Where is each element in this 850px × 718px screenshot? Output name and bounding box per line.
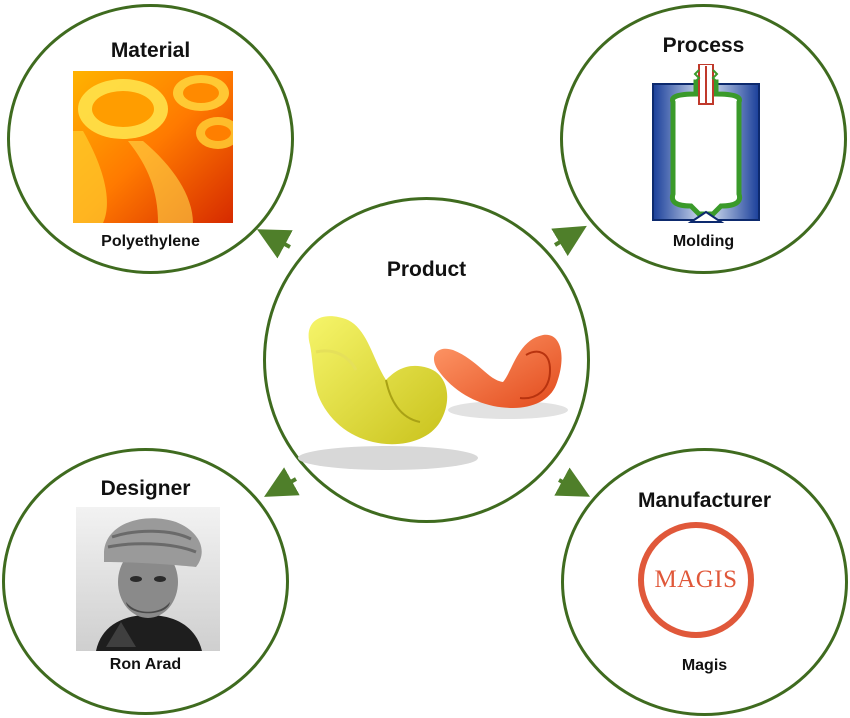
designer-title: Designer [100, 477, 191, 500]
process-node: Process Molding [560, 4, 847, 274]
manufacturer-caption: Magis [681, 657, 728, 674]
material-node: Material Pol [7, 4, 294, 274]
magis-logo: MAGIS [638, 522, 754, 638]
arrow-to-manufacturer [554, 467, 591, 497]
designer-caption: Ron Arad [109, 656, 182, 673]
material-title: Material [110, 39, 191, 62]
product-title: Product [386, 258, 467, 281]
arrow-to-process [551, 225, 587, 257]
polyethylene-tubes-image [73, 71, 233, 223]
arrow-to-designer [264, 467, 300, 497]
material-caption: Polyethylene [101, 233, 200, 250]
arrow-to-material [256, 229, 293, 259]
process-caption: Molding [672, 233, 735, 250]
manufacturer-title: Manufacturer [637, 489, 772, 512]
blow-molding-diagram [651, 64, 761, 232]
manufacturer-node: Manufacturer MAGIS Magis [561, 448, 848, 716]
rocking-chairs-image [288, 300, 578, 475]
designer-portrait [76, 507, 220, 651]
product-node: Product [263, 197, 590, 523]
process-title: Process [662, 34, 745, 57]
designer-node: Designer Ron Ara [2, 448, 289, 715]
magis-logo-text: MAGIS [654, 566, 738, 593]
